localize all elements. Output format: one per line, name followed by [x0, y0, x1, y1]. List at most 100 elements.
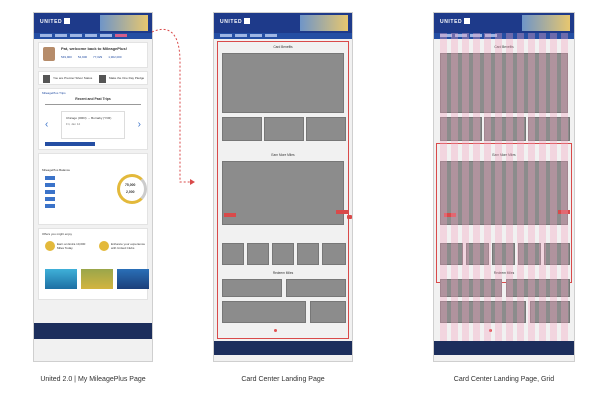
- benefit-card[interactable]: [306, 117, 346, 141]
- header-bar: UNITED: [434, 13, 574, 33]
- welcome-title: Pat, welcome back to MileagePlus!: [61, 46, 128, 51]
- redeem-card[interactable]: [286, 279, 346, 297]
- nav-item[interactable]: [220, 34, 232, 37]
- arrow-left-icon[interactable]: ‹: [45, 119, 49, 130]
- earn-tile[interactable]: [322, 243, 346, 265]
- balance-bar: [45, 183, 55, 187]
- marker-dot: [489, 329, 492, 332]
- caption-card-center-grid: Card Center Landing Page, Grid: [453, 376, 555, 383]
- offer-image[interactable]: [117, 269, 149, 289]
- nav-item[interactable]: [100, 34, 112, 37]
- offer-text[interactable]: Enhance your experience with United Club…: [111, 242, 146, 250]
- earn-placeholder[interactable]: [440, 161, 568, 225]
- circle-value: 2,000: [126, 190, 135, 194]
- trip-timeline: [45, 104, 141, 105]
- nav-item[interactable]: [485, 34, 497, 37]
- globe-icon: [464, 18, 471, 24]
- main-nav: [34, 33, 152, 39]
- redeem-card[interactable]: [310, 301, 346, 323]
- footer: [214, 341, 352, 355]
- balance-circle: 75,000 2,000: [117, 174, 147, 204]
- redeem-card[interactable]: [530, 301, 570, 323]
- nav-item[interactable]: [440, 34, 452, 37]
- avatar: [43, 47, 55, 61]
- nav-item[interactable]: [85, 34, 97, 37]
- section-title: Card Benefits: [494, 45, 514, 49]
- united-logo[interactable]: UNITED: [40, 18, 71, 25]
- header-bar: UNITED: [34, 13, 152, 33]
- redeem-card[interactable]: [506, 279, 570, 297]
- stat-value: 549,900: [61, 55, 72, 59]
- benefit-card[interactable]: [440, 117, 482, 141]
- nav-item[interactable]: [250, 34, 262, 37]
- earn-tile[interactable]: [247, 243, 269, 265]
- earn-tile[interactable]: [466, 243, 489, 265]
- header-bar: UNITED: [214, 13, 352, 33]
- earn-tile[interactable]: [544, 243, 570, 265]
- offer-image[interactable]: [81, 269, 113, 289]
- benefit-card[interactable]: [528, 117, 570, 141]
- status-link-premier[interactable]: You are Premier Silver Status: [53, 76, 93, 80]
- header-promo-banner[interactable]: [300, 15, 348, 31]
- nav-item[interactable]: [70, 34, 82, 37]
- status-links: You are Premier Silver Status Make the O…: [38, 71, 148, 85]
- trip-route: Chicago (ORD) → Burnaby (YVR): [66, 116, 112, 120]
- redeem-card[interactable]: [440, 301, 526, 323]
- hero-placeholder[interactable]: [222, 53, 344, 113]
- hero-placeholder[interactable]: [440, 53, 568, 113]
- card-center-grid-panel: UNITED Card Benefits Earn More Miles Red…: [433, 12, 575, 362]
- nav-item[interactable]: [55, 34, 67, 37]
- nav-item[interactable]: [265, 34, 277, 37]
- nav-item[interactable]: [40, 34, 52, 37]
- redeem-card[interactable]: [440, 279, 502, 297]
- grid-highlight-frame: [436, 143, 572, 283]
- earn-tile[interactable]: [222, 243, 244, 265]
- redeem-card[interactable]: [222, 279, 282, 297]
- earn-placeholder[interactable]: [222, 161, 344, 225]
- united-logo[interactable]: UNITED: [220, 18, 251, 25]
- chat-icon[interactable]: [347, 215, 352, 219]
- content-frame: [217, 41, 349, 339]
- balance-bar: [45, 204, 55, 208]
- balance-bars: [45, 176, 85, 211]
- nav-item[interactable]: [455, 34, 467, 37]
- balance-bar: [45, 176, 55, 180]
- offer-text[interactable]: Earn an Extra 10,000 Miles Today: [57, 242, 86, 250]
- benefit-card[interactable]: [264, 117, 304, 141]
- main-nav: [214, 33, 352, 39]
- status-card-icon: [43, 75, 50, 83]
- status-link-pledge[interactable]: Make the One Day Pledge: [109, 76, 145, 80]
- section-title: Redeem Miles: [272, 271, 294, 275]
- united-logo[interactable]: UNITED: [440, 18, 471, 25]
- earn-label-tag: [558, 210, 570, 214]
- balance-section: MileagePlus Balance 75,000 2,000: [38, 153, 148, 225]
- trips-section: MileagePlus Trips Recent and Past Trips …: [38, 88, 148, 150]
- earn-tile[interactable]: [440, 243, 463, 265]
- offer-image[interactable]: [45, 269, 77, 289]
- marker-dot: [274, 329, 277, 332]
- welcome-section: Pat, welcome back to MileagePlus! 549,90…: [38, 42, 148, 68]
- trip-date: Fri, Jan 12: [66, 122, 81, 126]
- offer-icon: [99, 241, 109, 251]
- header-promo-banner[interactable]: [522, 15, 570, 31]
- earn-tile[interactable]: [492, 243, 515, 265]
- stat-value: 1,902,000: [108, 55, 122, 59]
- arrow-right-icon[interactable]: ›: [137, 119, 141, 130]
- nav-item[interactable]: [470, 34, 482, 37]
- earn-tile[interactable]: [518, 243, 541, 265]
- earn-tile[interactable]: [272, 243, 294, 265]
- nav-item-active[interactable]: [115, 34, 127, 37]
- redeem-card[interactable]: [222, 301, 306, 323]
- section-title: Earn More Miles: [492, 153, 516, 157]
- caption-mileageplus: United 2.0 | My MileagePlus Page: [40, 376, 146, 383]
- trip-card[interactable]: Chicago (ORD) → Burnaby (YVR) Fri, Jan 1…: [61, 111, 125, 139]
- trip-action-bar[interactable]: [45, 142, 95, 146]
- earn-tile[interactable]: [297, 243, 319, 265]
- benefit-card[interactable]: [222, 117, 262, 141]
- globe-icon: [64, 18, 71, 24]
- stats-row: 549,900 54,900 77,029 1,902,000: [61, 55, 122, 59]
- nav-item[interactable]: [235, 34, 247, 37]
- header-promo-banner[interactable]: [100, 15, 148, 31]
- benefit-card[interactable]: [484, 117, 526, 141]
- balance-title: MileagePlus Balance: [42, 168, 71, 172]
